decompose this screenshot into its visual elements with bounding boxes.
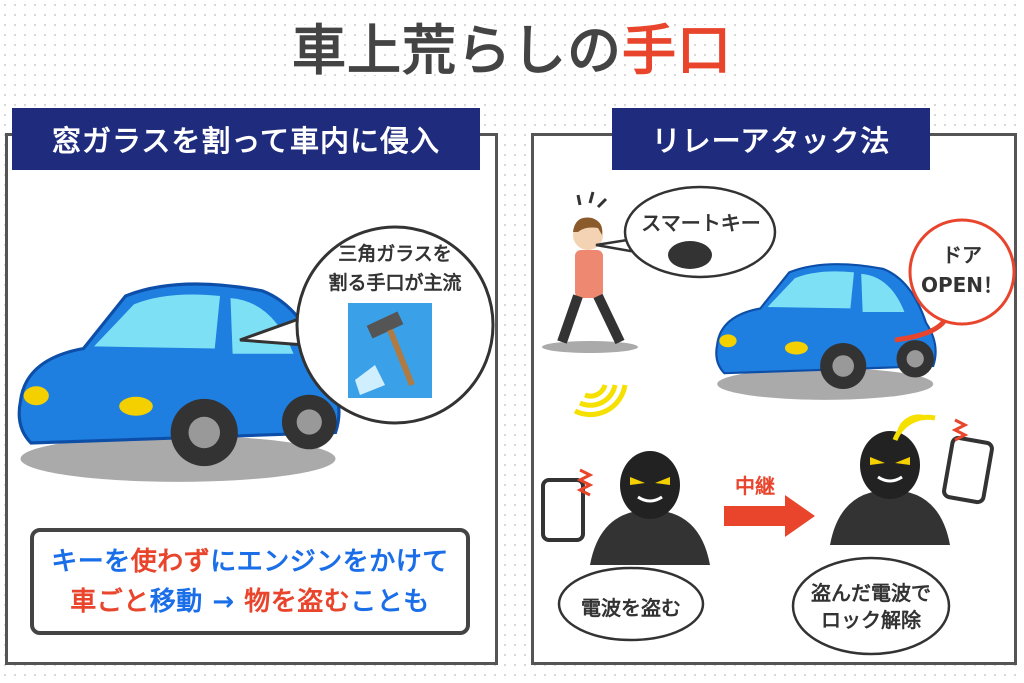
- smart-key-icon: [668, 241, 712, 269]
- note-text: ことも: [350, 587, 430, 617]
- person-illustration: [542, 191, 638, 353]
- note-text: 移動 →: [149, 587, 245, 617]
- key-speech-bubble: [623, 185, 777, 279]
- note-text: 使わず: [130, 547, 211, 577]
- note-line-2: 車ごと移動 → 物を盗むことも: [34, 582, 466, 622]
- bubble-line: 割る手口が主流: [328, 272, 462, 294]
- door-line: OPEN！: [920, 273, 1004, 297]
- relay-label: 中継: [735, 474, 775, 498]
- smart-key-label: スマートキー: [641, 211, 761, 235]
- note-text: 車ごと: [70, 587, 150, 617]
- left-panel-header: 窓ガラスを割って車内に侵入: [12, 108, 480, 170]
- note-text: 物を盗む: [244, 587, 351, 617]
- bubble-line: 三角ガラスを: [338, 243, 452, 265]
- glass-bubble-text: 三角ガラスを 割る手口が主流: [305, 240, 485, 298]
- steal-signal-label: 電波を盗む: [581, 596, 681, 620]
- thief-illustration: [588, 449, 712, 567]
- right-panel-header: リレーアタック法: [612, 108, 930, 170]
- unlock-label: 盗んだ電波で ロック解除: [796, 580, 946, 634]
- door-open-label: ドア OPEN！: [912, 240, 1012, 300]
- thief-illustration: [828, 429, 952, 547]
- phone-icon: [942, 435, 994, 505]
- phone-icon: [541, 478, 585, 542]
- page-title: 車上荒らしの手口: [0, 6, 1024, 85]
- unlock-line: ロック解除: [821, 608, 921, 632]
- unlock-line: 盗んだ電波で: [811, 581, 931, 605]
- title-accent: 手口: [622, 19, 732, 82]
- note-line-1: キーを使わずにエンジンをかけて: [34, 542, 466, 582]
- note-text: キーを: [51, 547, 131, 577]
- note-text: にエンジンをかけて: [210, 547, 449, 577]
- title-main: 車上荒らしの: [292, 19, 622, 82]
- signal-icon: [573, 384, 628, 418]
- hammer-icon: [366, 311, 404, 339]
- car-illustration: [17, 282, 341, 484]
- door-open-bubble: [908, 218, 1016, 326]
- note-box: キーを使わずにエンジンをかけて 車ごと移動 → 物を盗むことも: [30, 528, 470, 635]
- door-line: ドア: [942, 243, 982, 267]
- relay-arrow-icon: [724, 495, 815, 537]
